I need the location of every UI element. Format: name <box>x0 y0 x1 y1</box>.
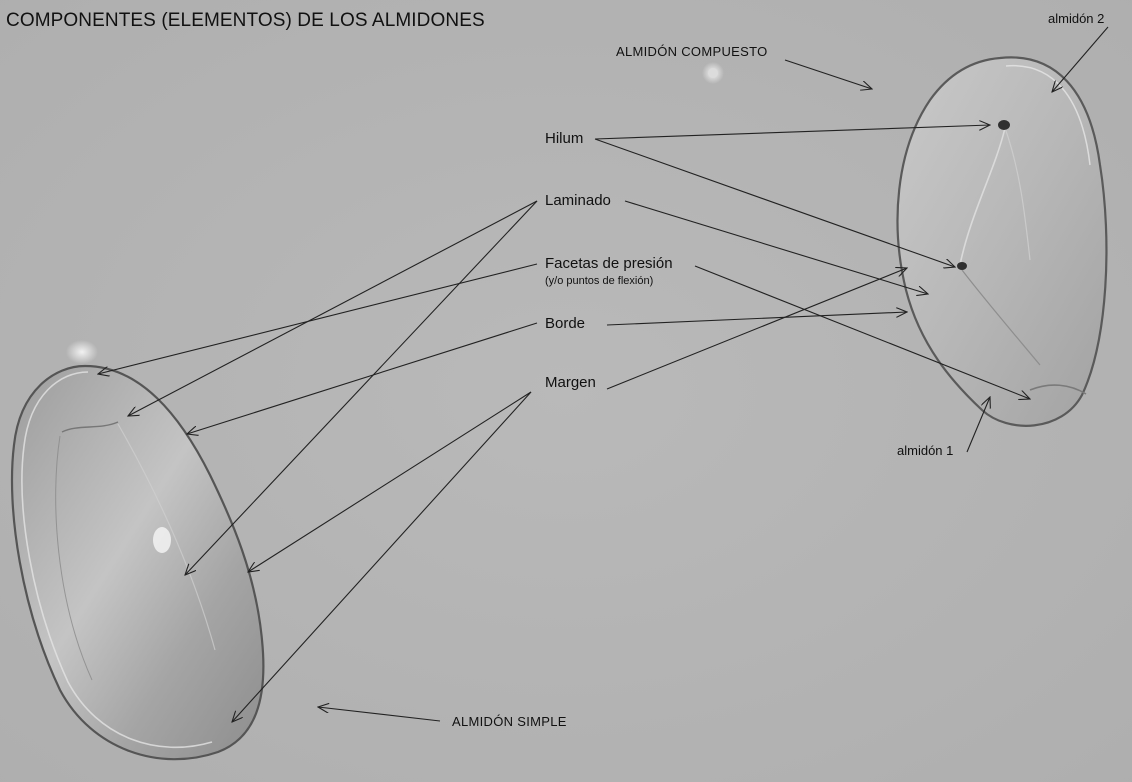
label-facetas-note: (y/o puntos de flexión) <box>545 275 654 287</box>
arrow-laminado-compound <box>624 200 928 294</box>
figure-title: COMPONENTES (ELEMENTOS) DE LOS ALMIDONES <box>6 10 485 31</box>
arrow-margen-simple-mid <box>248 391 532 572</box>
label-hilum: Hilum <box>545 130 584 147</box>
label-laminado: Laminado <box>545 192 611 209</box>
compound-starch-label: ALMIDÓN COMPUESTO <box>616 44 768 59</box>
grain1-label: almidón 1 <box>897 443 954 458</box>
debris-speck-core <box>708 68 718 78</box>
arrow-laminado-simple-center <box>185 200 538 575</box>
arrow-compound-grain <box>784 59 872 89</box>
arrow-grain1 <box>966 397 990 453</box>
arrow-grain2 <box>1052 26 1109 92</box>
arrow-margen-simple-bottom <box>232 391 532 722</box>
arrow-laminado-simple-top <box>128 200 538 416</box>
arrow-margen-compound <box>606 268 907 390</box>
simple-starch-grain <box>10 340 265 761</box>
label-margen: Margen <box>545 374 596 391</box>
compound-starch-grain <box>896 56 1108 427</box>
arrow-borde-simple <box>187 322 538 434</box>
grain2-label: almidón 2 <box>1048 11 1105 26</box>
arrow-facetas-compound <box>694 265 1030 399</box>
arrow-hilum-grain2 <box>594 125 990 140</box>
label-facetas-de-presion: Facetas de presión <box>545 255 673 272</box>
arrow-borde-compound <box>606 312 907 326</box>
annotation-arrows <box>98 26 1109 722</box>
arrow-facetas-simple <box>98 263 538 374</box>
arrow-hilum-grain1 <box>594 138 955 267</box>
simple-starch-label: ALMIDÓN SIMPLE <box>452 714 567 729</box>
label-borde: Borde <box>545 315 586 332</box>
arrow-simple-grain <box>318 707 441 722</box>
